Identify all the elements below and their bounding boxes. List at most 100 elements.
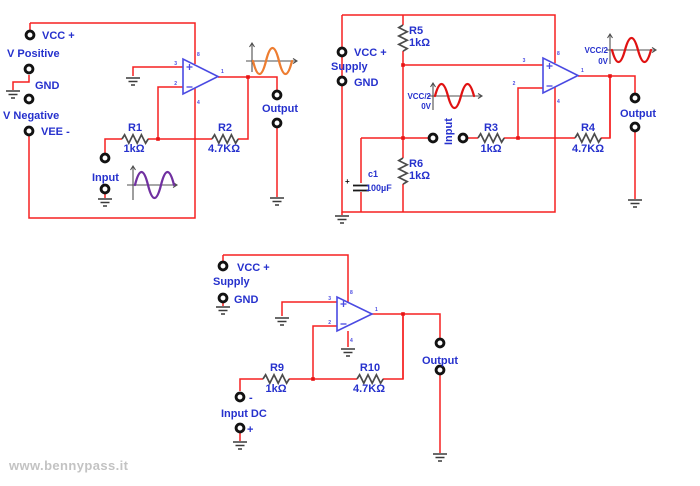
terminal-icon	[23, 125, 35, 137]
ground-icon	[215, 306, 231, 315]
output-label: Output	[262, 103, 298, 115]
terminal-icon	[99, 152, 111, 164]
pin-number: 1	[581, 68, 584, 74]
r3-name: R3	[484, 122, 498, 134]
circuit3-wires	[222, 254, 441, 453]
pin-number: 4	[197, 100, 200, 106]
pin-number: 1	[221, 69, 224, 75]
gnd-label: GND	[354, 77, 379, 89]
supply-label: Supply	[213, 276, 251, 288]
v-negative-label: V Negative	[3, 110, 59, 122]
input-waveform-icon: VCC/2 0V	[407, 81, 484, 111]
r5-name: R5	[409, 25, 423, 37]
r10-value: 4.7KΩ	[353, 383, 385, 395]
wire	[157, 86, 183, 139]
pin-number: 3	[174, 61, 177, 67]
junction-dot	[516, 136, 520, 140]
vcc-label: VCC +	[354, 47, 387, 59]
terminal-icon	[23, 63, 35, 75]
c1-name: c1	[368, 169, 378, 179]
opamp-icon: 3 2 1 8 4	[328, 290, 378, 344]
wire	[341, 15, 556, 213]
r1-name: R1	[128, 122, 142, 134]
wire	[383, 316, 404, 380]
terminal-icon	[271, 117, 283, 129]
vcc-label: VCC +	[237, 262, 270, 274]
resistor-r4-icon	[574, 131, 602, 145]
terminal-icon	[629, 121, 641, 133]
circuit1-dual-supply-amplifier: 3 2 1 8 4	[3, 22, 298, 219]
ground-icon	[125, 77, 141, 86]
pin-number: 2	[513, 81, 516, 87]
r3-value: 1kΩ	[480, 143, 501, 155]
capacitor-c1-icon: +	[345, 177, 369, 192]
watermark: www.bennypass.it	[8, 458, 129, 473]
terminal-icon	[271, 89, 283, 101]
input-label: Input	[92, 172, 119, 184]
terminal-icon	[234, 422, 246, 434]
capacitor-polarity: +	[345, 177, 350, 186]
input-plus-label: +	[247, 424, 253, 436]
r10-name: R10	[360, 362, 380, 374]
terminal-icon	[217, 260, 229, 272]
r9-name: R9	[270, 362, 284, 374]
junction-dot	[311, 377, 315, 381]
r5-value: 1kΩ	[409, 37, 430, 49]
ground-icon	[340, 348, 356, 357]
r6-name: R6	[409, 158, 423, 170]
terminal-icon	[24, 29, 36, 41]
ground-icon	[334, 215, 350, 224]
terminal-icon	[336, 46, 348, 58]
supply-label: Supply	[331, 61, 369, 73]
ground-icon	[274, 317, 290, 326]
terminal-icon	[434, 337, 446, 349]
terminal-icon	[427, 132, 439, 144]
vcc-label: VCC +	[42, 30, 75, 42]
wave-bottom-label: 0V	[421, 102, 431, 111]
junction-dot	[401, 136, 405, 140]
circuit1-wires	[12, 22, 278, 219]
r6-value: 1kΩ	[409, 170, 430, 182]
wire	[30, 22, 196, 64]
circuit2-wires	[341, 14, 636, 215]
pin-number: 1	[375, 307, 378, 313]
wave-top-label: VCC/2	[584, 46, 608, 55]
wire	[342, 14, 556, 63]
wire	[132, 66, 183, 76]
ground-icon	[232, 441, 248, 450]
input-minus-label: -	[249, 392, 253, 404]
v-positive-label: V Positive	[7, 48, 60, 60]
terminal-icon	[217, 292, 229, 304]
gnd-label: GND	[234, 294, 259, 306]
ground-icon	[5, 90, 21, 99]
c1-value: 100µF	[366, 183, 392, 193]
wire	[281, 301, 337, 316]
wave-bottom-label: 0V	[598, 57, 608, 66]
input-label: Input	[443, 118, 455, 145]
resistor-r5-icon	[396, 24, 410, 52]
wire	[360, 137, 428, 212]
pin-number: 2	[174, 81, 177, 87]
r1-value: 1kΩ	[123, 143, 144, 155]
circuit3-single-supply-dc-amplifier: 3 2 1 8 4 VCC + Supply GND R9 1kΩ R10 4.…	[213, 254, 458, 462]
junction-dot	[401, 63, 405, 67]
ground-icon	[627, 199, 643, 208]
opamp-icon: 3 2 1 8 4	[513, 51, 584, 105]
wire	[223, 254, 349, 302]
r9-value: 1kΩ	[265, 383, 286, 395]
terminal-icon	[234, 391, 246, 403]
resistor-r6-icon	[396, 157, 410, 185]
terminal-icon	[23, 93, 35, 105]
wave-top-label: VCC/2	[407, 92, 431, 101]
pin-number: 8	[350, 290, 353, 296]
output-waveform-icon: VCC/2 0V	[584, 32, 658, 66]
input-waveform-icon	[127, 164, 179, 200]
output-label: Output	[422, 355, 458, 367]
wire	[372, 313, 441, 338]
opamp-icon: 3 2 1 8 4	[174, 52, 224, 106]
pin-number: 3	[523, 58, 526, 64]
r2-name: R2	[218, 122, 232, 134]
terminal-icon	[336, 75, 348, 87]
